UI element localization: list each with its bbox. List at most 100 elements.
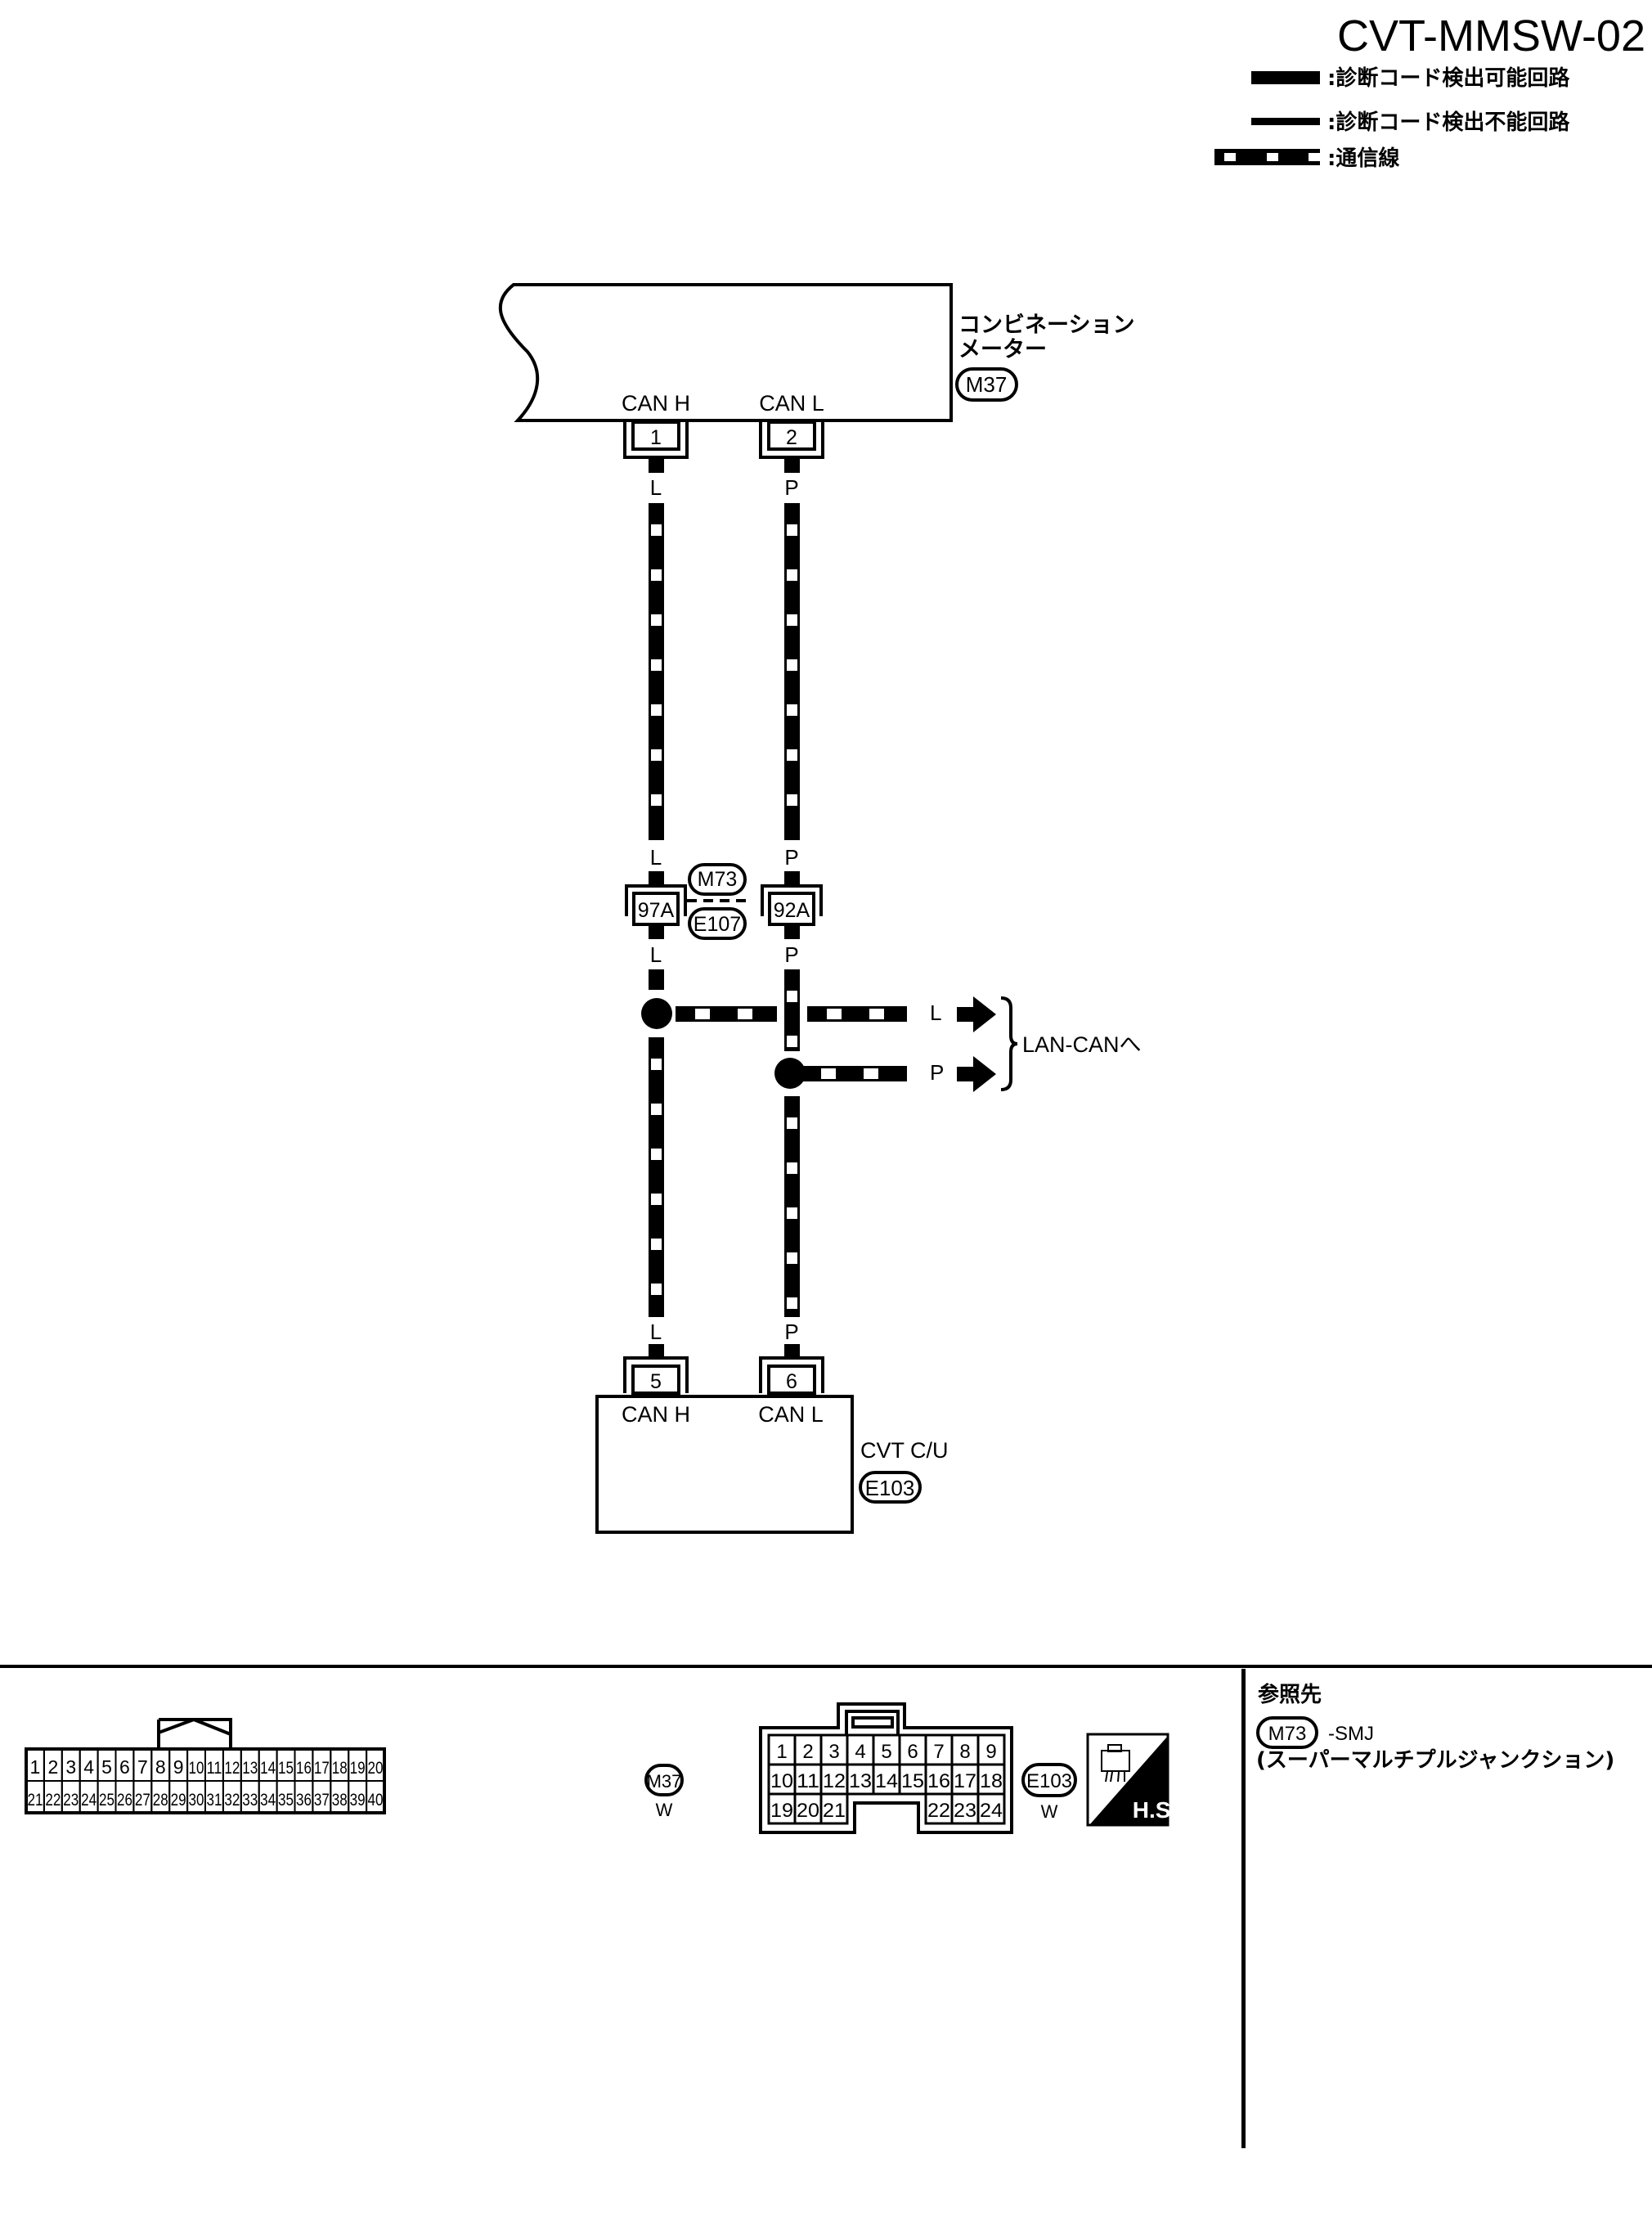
connector-badge-e103-view [1021, 1763, 1077, 1797]
meter-name-line1: コンビネーション [958, 312, 1134, 338]
cvt-pin-5-number: 5 [650, 1370, 662, 1393]
splice-point-can-h [641, 998, 672, 1029]
pin-number: 13 [849, 1770, 872, 1792]
pin-number: 40 [368, 1791, 384, 1810]
pin-number: 36 [296, 1791, 312, 1810]
wire-stub [649, 871, 664, 886]
pin-number: 27 [135, 1791, 150, 1810]
pin-number: 30 [189, 1791, 204, 1810]
legend-label-comm: :通信線 [1327, 146, 1399, 171]
legend-label-thin: :診断コード検出不能回路 [1327, 110, 1570, 135]
junction-pin-92a: 92A [761, 884, 823, 926]
junction-pin-97a-number: 97A [638, 899, 675, 922]
junction-connector-top: M73 [698, 868, 738, 891]
connector-cavity [976, 1763, 1006, 1796]
pin-number: 8 [155, 1756, 166, 1778]
wire-stub [649, 1344, 664, 1359]
pin-number: 34 [260, 1791, 276, 1810]
reference-connector: M73 [1268, 1723, 1307, 1745]
pin-number: 1 [776, 1741, 787, 1763]
meter-pin-1-number: 1 [650, 426, 662, 449]
connector-cavity [950, 1763, 980, 1796]
pin-number: 23 [63, 1791, 79, 1810]
connector-badge-e107 [688, 907, 747, 940]
pin-number: 15 [278, 1759, 294, 1778]
pin-number: 17 [954, 1770, 976, 1792]
wire-stub [649, 924, 664, 939]
connector-cavity [366, 1780, 386, 1814]
pin-number: 4 [83, 1756, 94, 1778]
wire-color-label: P [784, 942, 798, 967]
connector-cavity [819, 1792, 849, 1825]
pin-number: 19 [770, 1800, 793, 1822]
branch-can-h-right [807, 1006, 907, 1022]
legend: :診断コード検出可能回路 :診断コード検出不能回路 :通信線 [1214, 65, 1570, 171]
wire-can-h-lower [649, 1037, 664, 1317]
meter-connector-id: M37 [966, 372, 1008, 397]
pin-number: 31 [206, 1791, 222, 1810]
wire-color-label: L [650, 845, 662, 870]
pin-number: 16 [296, 1759, 312, 1778]
pin-number: 19 [350, 1759, 366, 1778]
pin-number: 11 [797, 1770, 819, 1792]
section-divider [0, 1665, 1652, 1668]
pin-number: 18 [332, 1759, 348, 1778]
connector-cavity [819, 1733, 849, 1766]
arrow-right-icon [957, 996, 996, 1032]
pin-number: 7 [933, 1741, 944, 1763]
branch-destination: LAN-CANへ [1022, 1032, 1142, 1057]
e103-view-id: E103 [1026, 1770, 1072, 1792]
pin-number: 9 [985, 1741, 996, 1763]
lan-can-branch: L P LAN-CANへ [930, 996, 1142, 1092]
wire-color-label: P [784, 475, 798, 500]
junction-pin-92a-number: 92A [774, 899, 810, 922]
connector-harness-icon [1101, 1744, 1130, 1783]
cvt-pin5-label: CAN H [622, 1402, 690, 1427]
pin-number: 29 [171, 1791, 186, 1810]
wire-can-h-stub [649, 969, 664, 990]
pin-number: 15 [901, 1770, 924, 1792]
reference-section: 参照先 M73 -SMJ (スーパーマルチプルジャンクション) [1256, 1682, 1614, 1773]
pin-number: 12 [224, 1759, 240, 1778]
pin-number: 33 [242, 1791, 258, 1810]
pin-number: 5 [881, 1741, 891, 1763]
splice-point-can-l [774, 1058, 806, 1089]
legend-comm-line-icon [1214, 149, 1320, 165]
connector-badge-m73-ref [1256, 1716, 1318, 1749]
branch-can-l [801, 1066, 907, 1081]
pin-number: 2 [47, 1756, 58, 1778]
branch-can-h-left [676, 1006, 777, 1022]
pin-number: 21 [823, 1800, 846, 1822]
meter-pin-2-number: 2 [786, 426, 797, 449]
meter-name-line2: メーター [958, 337, 1047, 362]
branch-wire-l-label: L [930, 1000, 941, 1025]
wire-can-l-upper [784, 503, 800, 840]
brace-icon [1000, 996, 1018, 1091]
connector-cavity [767, 1763, 797, 1796]
pin-number: 18 [980, 1770, 1003, 1792]
pin-number: 24 [81, 1791, 97, 1810]
pin-number: 35 [278, 1791, 294, 1810]
pin-number: 26 [117, 1791, 132, 1810]
wire-color-label: P [784, 845, 798, 870]
reference-title: 参照先 [1258, 1682, 1322, 1707]
wire-can-h-upper [649, 503, 664, 840]
pin-number: 13 [242, 1759, 258, 1778]
connector-cavity [976, 1792, 1006, 1825]
legend-thin-line-icon [1251, 118, 1320, 125]
connector-cavity [898, 1763, 927, 1796]
junction-pin-97a: 97A [625, 884, 687, 926]
pin-number: 14 [260, 1759, 276, 1778]
meter-pin1-label: CAN H [622, 391, 690, 416]
wire-color-label: L [650, 942, 662, 967]
connector-badge-m37-view [644, 1764, 684, 1796]
pin-number: 16 [927, 1770, 950, 1792]
pin-number: 3 [828, 1741, 839, 1763]
pin-number: 7 [137, 1756, 148, 1778]
connector-badge-e103 [859, 1471, 922, 1504]
junction-connector: M73 E107 [687, 863, 747, 940]
m37-view-id: M37 [647, 1771, 682, 1792]
pin-number: 39 [350, 1791, 366, 1810]
